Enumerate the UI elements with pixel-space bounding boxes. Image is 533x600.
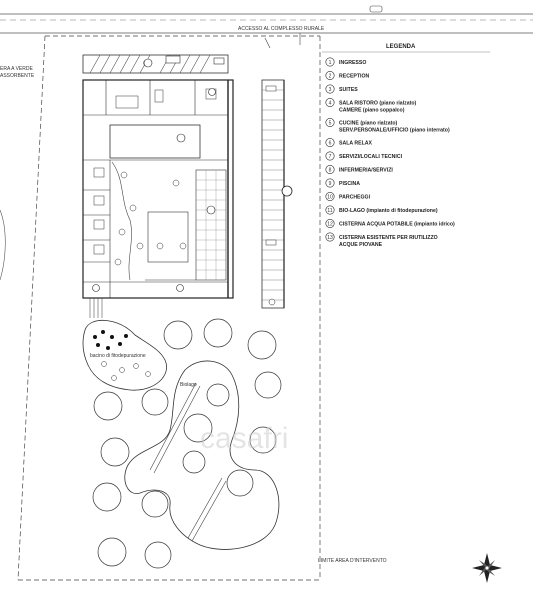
legend-number: 5: [329, 121, 332, 127]
tree-icon: [92, 482, 122, 512]
legend-text: SALA RISTORO (piano rialzato): [339, 101, 417, 107]
legend-item: 4 SALA RISTORO (piano rialzato)CAMERE (pi…: [325, 98, 417, 114]
legend-number-circle: [325, 84, 335, 94]
legend-text: INGRESSO: [339, 60, 366, 66]
legend-item: 12 CISTERNA ACQUA POTABILE (impianto idri…: [325, 219, 455, 229]
legend-text: PARCHEGGI: [339, 195, 371, 201]
legend-item: 2 RECEPTION: [325, 71, 370, 81]
legend-title: LEGENDA: [386, 44, 416, 50]
legend-number: 12: [327, 222, 333, 228]
legend-text: SALA RELAX: [339, 141, 372, 147]
tree-icon: [182, 450, 206, 474]
car-icon: [265, 85, 277, 92]
legend-item: 10 PARCHEGGI: [325, 192, 371, 202]
legend-number: 11: [327, 208, 332, 214]
tree-icon: [141, 388, 169, 416]
car-icon: [265, 239, 277, 246]
legend-number-circle: [325, 98, 335, 108]
legend-number: 10: [327, 195, 333, 201]
parking-strip: [261, 79, 293, 309]
tree-icon: [141, 490, 169, 518]
legend-item: 7 SERVIZI/LOCALI TECNICI: [325, 151, 403, 161]
legend-text-line2: ACQUE PIOVANE: [339, 242, 383, 248]
left-curve: [0, 209, 6, 281]
legend-number-circle: [325, 57, 335, 67]
legend-text: CISTERNA ESISTENTE PER RIUTILIZZO: [339, 235, 438, 241]
tree-icon: [163, 320, 193, 350]
tree-icon: [97, 537, 127, 567]
legend-number-circle: [325, 219, 335, 229]
legend-number-circle: [325, 205, 335, 215]
legend-number: 3: [329, 87, 332, 93]
legend-item: 8 INFERMERIA/SERVIZI: [325, 165, 393, 175]
legend-number: 1: [329, 60, 332, 66]
legend-number: 8: [329, 168, 332, 174]
watermark: casafri: [200, 422, 288, 455]
legend-number-circle: [325, 138, 335, 148]
legend-number-circle: [325, 165, 335, 175]
phyto-label: bacino di fitodepurazione: [90, 353, 146, 359]
legend-text: BIO-LAGO (impianto di fitodepurazione): [339, 208, 438, 214]
legend-text: RECEPTION: [339, 74, 370, 80]
trees: [92, 318, 282, 569]
road-label: ACCESSO AL COMPLESSO RURALE: [238, 26, 325, 32]
legend-number: 13: [327, 235, 333, 241]
tree-icon: [144, 541, 172, 569]
cistern-circle: [281, 185, 293, 197]
property-boundary: [17, 35, 321, 581]
legend-number: 9: [329, 181, 332, 187]
legend-item: 1 INGRESSO: [325, 57, 366, 67]
car-icon: [369, 5, 383, 13]
legend-number: 4: [329, 101, 332, 107]
left-label-1: ERA A VERDE: [0, 66, 33, 72]
limit-label: LIMITE AREA D'INTERVENTO: [318, 558, 387, 564]
tree-icon: [249, 426, 277, 454]
legend-number-circle: [325, 178, 335, 188]
legend-text-line2: CAMERE (piano soppalco): [339, 108, 405, 114]
tree-icon: [100, 437, 130, 467]
left-label-2: ASSORBENTE: [0, 73, 35, 79]
legend-number: 7: [329, 154, 332, 160]
tree-icon: [203, 318, 233, 348]
main-building: [82, 58, 234, 318]
car-icon: [213, 57, 225, 65]
legend-items: 1 INGRESSO 2 RECEPTION 3 SUITES 4 SALA RISTORO …: [325, 57, 455, 248]
legend-item: 5 CUCINE (piano rialzato)SERV.PERSONALE/U…: [325, 118, 450, 134]
legend-number-circle: [325, 71, 335, 81]
legend-text: INFERMERIA/SERVIZI: [339, 168, 393, 174]
legend-item: 6 SALA RELAX: [325, 138, 372, 148]
legend-text: CISTERNA ACQUA POTABILE (impianto idrico…: [339, 222, 455, 228]
tree-icon: [183, 413, 213, 443]
legend-text: SERVIZI/LOCALI TECNICI: [339, 154, 403, 160]
tree-icon: [206, 383, 230, 407]
legend-number-circle: [325, 192, 335, 202]
legend-text: CUCINE (piano rialzato): [339, 121, 397, 127]
compass-rose-icon: [472, 553, 502, 583]
tree-icon: [247, 330, 277, 360]
access-road: ACCESSO AL COMPLESSO RURALE: [0, 5, 533, 34]
legend-item: 9 PISCINA: [325, 178, 360, 188]
legend-text: PISCINA: [339, 181, 360, 187]
tree-icon: [93, 391, 123, 421]
tree-icon: [254, 371, 282, 399]
legend-item: 13 CISTERNA ESISTENTE PER RIUTILIZZOACQUE…: [325, 232, 438, 248]
legend-text: SUITES: [339, 87, 358, 93]
legend-number: 6: [329, 141, 332, 147]
legend-number-circle: [325, 151, 335, 161]
legend-number: 2: [329, 74, 332, 80]
legend-text-line2: SERV.PERSONALE/UFFICIO (piano interrato): [339, 128, 450, 134]
legend-item: 11 BIO-LAGO (impianto di fitodepurazione): [325, 205, 438, 215]
phytodepuration-basin: bacino di fitodepurazione: [82, 319, 167, 391]
biolago: Biolago: [124, 360, 280, 550]
tree-icon: [226, 469, 254, 497]
biolago-label: Biolago: [180, 382, 197, 388]
car-icon: [165, 55, 181, 64]
legend-number-circle: [325, 118, 335, 128]
driveway: [264, 33, 301, 49]
legend-item: 3 SUITES: [325, 84, 358, 94]
legend-number-circle: [325, 232, 335, 242]
